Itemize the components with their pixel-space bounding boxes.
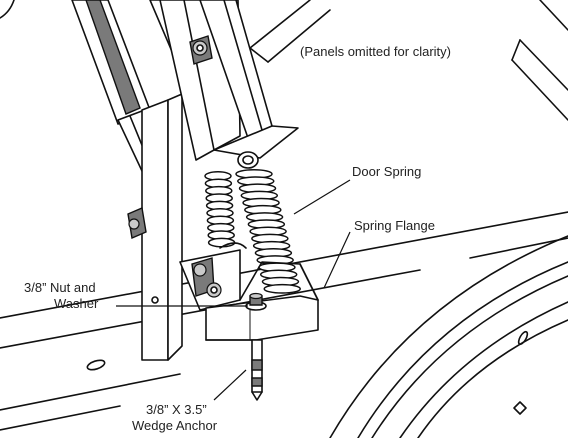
spring-flange-label: Spring Flange (354, 218, 435, 233)
leader-wedge-anchor (213, 369, 247, 401)
right-frame (511, 0, 568, 121)
wedge-anchor-label-line1: 3/8” X 3.5” (146, 402, 207, 417)
spring-hook-top (237, 151, 259, 169)
door-spring-rear (204, 171, 236, 248)
hinge-arm (149, 0, 299, 161)
drum-ring (329, 235, 568, 438)
nut-washer-label-line1: 3/8” Nut and (24, 280, 96, 295)
wedge-anchor-label-line2: Wedge Anchor (132, 418, 218, 433)
nut-washer-label-line2: Washer (54, 296, 99, 311)
frame-arc-top-left (0, 0, 15, 19)
spring-flange-plate (205, 261, 319, 341)
floor-slot-hole (86, 359, 106, 371)
leader-door-spring (293, 179, 351, 215)
nut-and-washer (245, 292, 267, 311)
lower-bracket (179, 242, 247, 311)
door-spring-front (235, 169, 301, 294)
top-panel-edges (249, 0, 331, 63)
vertical-post (141, 93, 183, 361)
spring-coil (263, 283, 301, 294)
door-spring-label: Door Spring (352, 164, 421, 179)
wedge-anchor (251, 339, 263, 401)
leader-spring-flange (323, 231, 351, 289)
left-post-bolt (127, 207, 147, 239)
top-hinge-bolt (189, 35, 213, 65)
diamond-marker (513, 401, 527, 415)
panels-note: (Panels omitted for clarity) (300, 44, 451, 59)
